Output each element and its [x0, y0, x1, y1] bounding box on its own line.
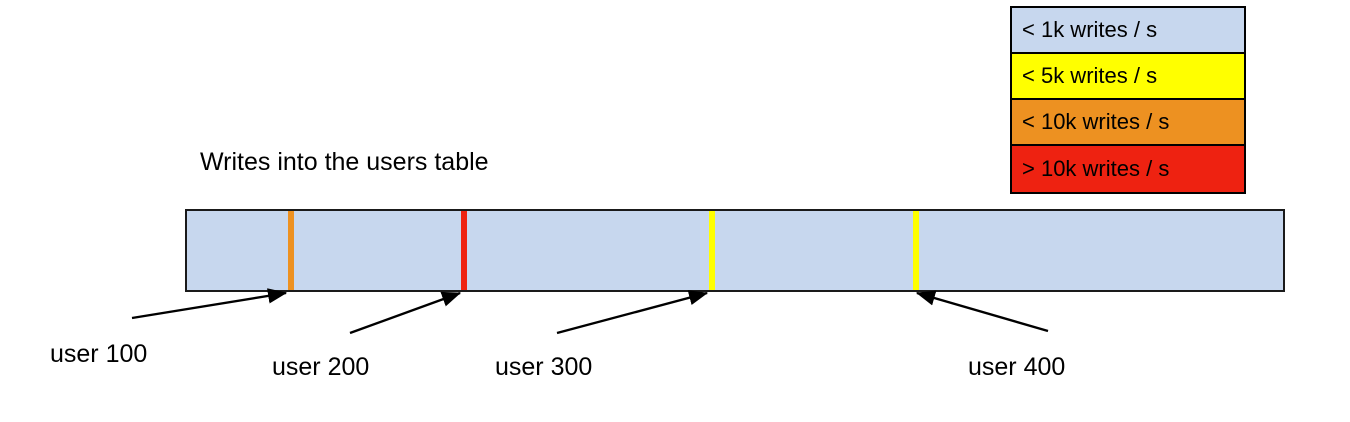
band-marker-user-100 [288, 211, 294, 290]
callout-label-user-400: user 400 [968, 353, 1066, 381]
legend-item-label: < 1k writes / s [1022, 17, 1158, 42]
band-marker-user-300 [709, 211, 715, 290]
legend-item-lt-10k: < 10k writes / s [1012, 100, 1244, 146]
legend-item-label: < 5k writes / s [1022, 63, 1158, 88]
legend: < 1k writes / s < 5k writes / s < 10k wr… [1010, 6, 1246, 194]
chart-title: Writes into the users table [200, 148, 489, 176]
callout-arrow-user-200 [349, 291, 462, 335]
callout-label-user-200: user 200 [272, 353, 370, 381]
legend-item-label: > 10k writes / s [1022, 156, 1170, 181]
callout-arrow-user-100 [131, 288, 288, 320]
legend-item-label: < 10k writes / s [1022, 109, 1170, 134]
callout-arrow-user-300 [556, 290, 709, 335]
callout-label-user-300: user 300 [495, 353, 593, 381]
legend-item-lt-1k: < 1k writes / s [1012, 8, 1244, 54]
legend-item-lt-5k: < 5k writes / s [1012, 54, 1244, 100]
users-table-band [185, 209, 1285, 292]
legend-item-gt-10k: > 10k writes / s [1012, 146, 1244, 192]
band-marker-user-200 [461, 211, 467, 290]
callout-label-user-100: user 100 [50, 340, 148, 368]
callout-arrow-user-400 [915, 290, 1049, 333]
band-marker-user-400 [913, 211, 919, 290]
